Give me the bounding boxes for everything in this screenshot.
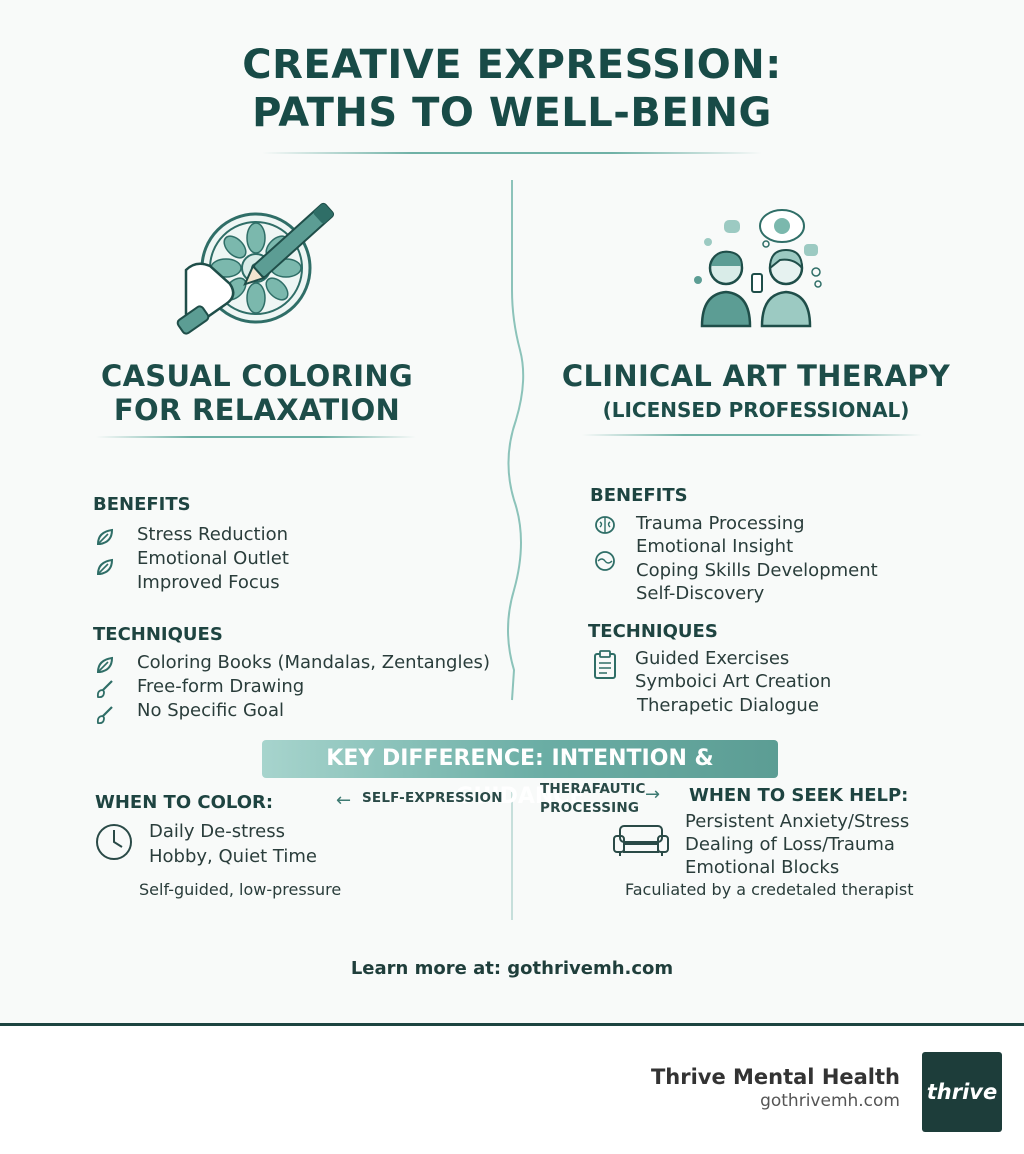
left-when-item: Hobby, Quiet Time	[149, 846, 317, 867]
clock-icon	[96, 824, 132, 860]
right-heading-divider	[582, 434, 922, 436]
center-divider	[507, 180, 525, 920]
right-techniques-label: TECHNIQUES	[588, 621, 718, 642]
right-when-label: WHEN TO SEEK HELP:	[689, 785, 909, 806]
left-when-item: Daily De-stress	[149, 821, 285, 842]
left-when-label: WHEN TO COLOR:	[95, 792, 274, 813]
left-benefit-item: Stress Reduction	[137, 524, 289, 545]
brand-name: Thrive Mental Health	[650, 1065, 900, 1089]
right-benefits-label: BENEFITS	[590, 485, 688, 506]
therapeutic-label-line1: THERAFAUTIC	[540, 781, 646, 797]
right-benefit-item: Trauma Processing	[636, 513, 805, 534]
learn-more-link[interactable]: Learn more at: gothrivemh.com	[350, 958, 674, 979]
therapeutic-label-line2: PROCESSING	[540, 800, 640, 816]
therapy-people-icon	[694, 209, 822, 328]
brush-icon	[96, 706, 113, 725]
right-subheading: (LICENSED PROFESSIONAL)	[602, 398, 910, 422]
clipboard-icon	[594, 650, 616, 679]
page-title-line1: CREATIVE EXPRESSION:	[242, 42, 782, 88]
right-benefit-item: Emotional Insight	[636, 536, 794, 557]
left-benefits-label: BENEFITS	[93, 494, 191, 515]
left-benefit-item: Emotional Outlet	[137, 548, 289, 569]
brush-icon	[96, 680, 113, 699]
right-arrow-icon: →	[645, 784, 661, 805]
right-technique-item: Symboici Art Creation	[635, 671, 832, 692]
title-divider	[262, 152, 762, 154]
left-technique-item: Coloring Books (Mandalas, Zentangles)	[137, 652, 490, 673]
left-technique-item: No Specific Goal	[137, 700, 284, 721]
leaf-icon	[96, 528, 114, 545]
right-heading: CLINICAL ART THERAPY	[561, 359, 951, 393]
right-benefit-item: Coping Skills Development	[636, 560, 878, 581]
leaf-icon	[96, 558, 114, 575]
brain-icon	[595, 551, 615, 571]
right-when-item: Emotional Blocks	[685, 857, 840, 878]
right-note: Faculiated by a credetaled therapist	[625, 880, 914, 899]
footer	[0, 1026, 1024, 1154]
key-difference-banner: KEY DIFFERENCE: INTENTION & GUIDANCE	[262, 740, 778, 809]
leaf-icon	[96, 656, 114, 673]
right-when-item: Dealing of Loss/Trauma	[685, 834, 895, 855]
right-technique-item: Therapetic Dialogue	[637, 695, 819, 716]
brain-icon	[595, 516, 615, 534]
self-expression-label: SELF-EXPRESSION	[362, 790, 503, 806]
left-heading-line1: CASUAL COLORING	[100, 359, 414, 393]
footer-divider	[0, 1023, 1024, 1026]
left-techniques-label: TECHNIQUES	[93, 624, 223, 645]
thrive-logo: thrive	[922, 1052, 1002, 1132]
mandala-pencil-icon	[176, 202, 335, 335]
left-note: Self-guided, low-pressure	[139, 880, 342, 899]
right-technique-item: Guided Exercises	[635, 648, 790, 669]
left-heading-divider	[96, 436, 416, 438]
left-benefit-item: Improved Focus	[137, 572, 280, 593]
right-when-item: Persistent Anxiety/Stress	[685, 811, 910, 832]
right-benefit-item: Self-Discovery	[636, 583, 765, 604]
sofa-icon	[613, 825, 669, 856]
brand-url[interactable]: gothrivemh.com	[760, 1091, 900, 1111]
left-heading-line2: FOR RELAXATION	[113, 393, 401, 427]
left-technique-item: Free-form Drawing	[137, 676, 305, 697]
left-arrow-icon: ←	[336, 790, 352, 811]
page-title-line2: PATHS TO WELL-BEING	[252, 90, 772, 136]
